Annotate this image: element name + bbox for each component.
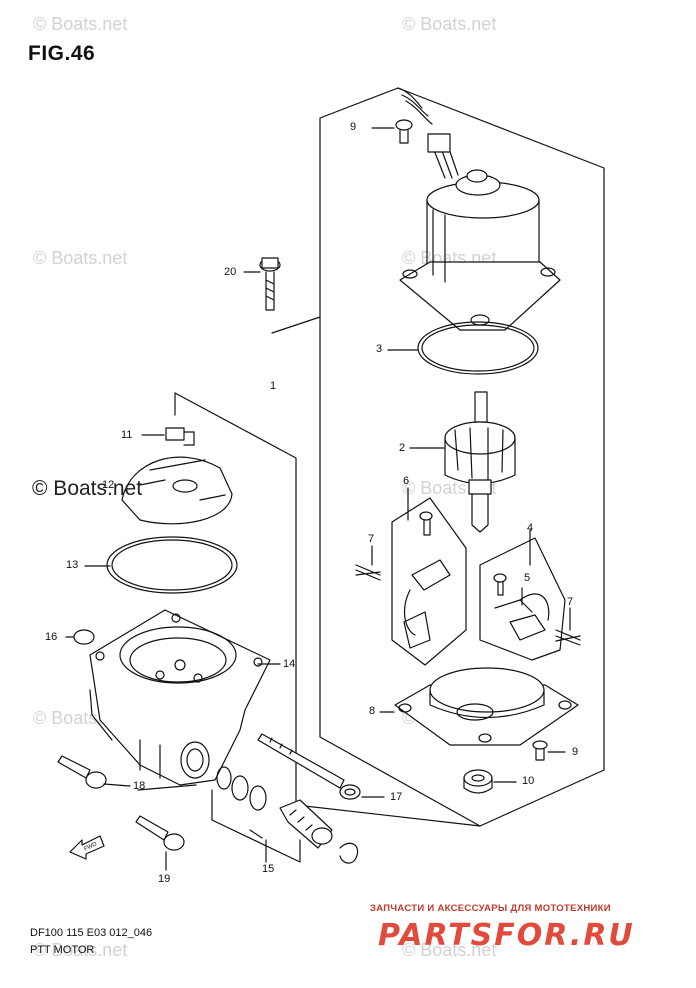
bolt-18	[57, 755, 131, 789]
assembly-bracket	[271, 87, 605, 827]
callout-2: 2	[399, 442, 406, 454]
callout-13: 13	[66, 559, 79, 571]
callout-8: 8	[369, 705, 376, 717]
callout-4: 4	[527, 522, 534, 534]
callout-18: 18	[133, 780, 146, 792]
callout-9-bottom: 9	[572, 746, 579, 758]
callout-6: 6	[403, 475, 410, 487]
watermark-main: © Boats.net	[32, 477, 143, 500]
promo-brand-logo: PARTSFOR.RU	[378, 918, 635, 953]
callout-19: 19	[158, 873, 171, 885]
washer-10	[463, 769, 517, 794]
terminal-plate-4	[479, 529, 566, 661]
bolt-19	[135, 815, 185, 871]
o-ring-13	[84, 536, 238, 594]
watermark: © Boats.net	[33, 248, 128, 268]
o-ring-16	[65, 629, 95, 645]
callout-10: 10	[522, 775, 535, 787]
screw-9-bottom	[532, 740, 566, 761]
armature-2	[409, 391, 516, 533]
callout-14: 14	[283, 658, 296, 670]
valve-assembly-15	[211, 766, 359, 864]
fwd-arrow-icon	[69, 835, 105, 860]
diagram-code: DF100 115 E03 012_046	[30, 927, 153, 939]
spring-7-left	[355, 545, 381, 581]
bolt-20	[243, 257, 281, 311]
o-ring-3	[387, 321, 539, 375]
pin-11	[141, 427, 195, 446]
callout-17: 17	[390, 791, 403, 803]
callout-15: 15	[262, 863, 275, 875]
callout-5: 5	[524, 572, 531, 584]
callout-3: 3	[376, 343, 383, 355]
motor-housing	[397, 87, 561, 331]
pump-housing-14	[89, 609, 281, 786]
watermark: © Boats.net	[402, 940, 497, 960]
brush-holder-6	[391, 487, 467, 666]
callout-7-right: 7	[567, 596, 574, 608]
callout-20: 20	[224, 266, 237, 278]
callout-11: 11	[121, 429, 133, 441]
watermark: © Boats.net	[402, 14, 497, 34]
screw-9-top	[371, 119, 413, 144]
callout-16: 16	[45, 631, 58, 643]
watermark: © Boats.net	[33, 14, 128, 34]
watermark: © Boats.net	[33, 940, 128, 960]
end-cap-8	[379, 667, 579, 746]
bolt-17	[257, 733, 385, 800]
cover-plate-12	[121, 456, 233, 525]
promo-text: ЗАПЧАСТИ И АКСЕССУАРЫ ДЛЯ МОТОТЕХНИКИ	[370, 903, 611, 914]
callout-1: 1	[270, 380, 277, 392]
diagram-caption: PTT MOTOR	[30, 944, 95, 956]
callout-12: 12	[102, 479, 115, 491]
lower-bracket	[137, 392, 481, 827]
callout-7-left: 7	[368, 533, 375, 545]
callout-9-top: 9	[350, 121, 357, 133]
spring-7-right	[555, 607, 581, 646]
figure-title: FIG.46	[28, 42, 96, 65]
